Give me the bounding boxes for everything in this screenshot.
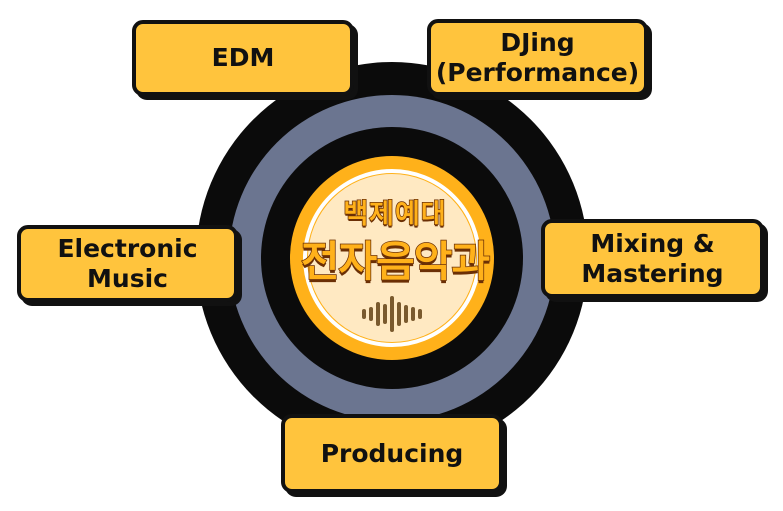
topic-box-electronic-music: Electronic Music — [17, 225, 238, 302]
center-label-inner — [308, 174, 476, 342]
sound-wave-icon — [362, 296, 422, 332]
topic-box-producing: Producing — [281, 414, 503, 493]
topic-label: Mastering — [581, 258, 724, 288]
topic-label: DJing — [500, 27, 575, 57]
topic-label: Mixing & — [590, 228, 715, 258]
center-title-small: 백제예대 — [343, 198, 447, 231]
topic-box-djing: DJing (Performance) — [427, 19, 648, 96]
topic-label: Music — [87, 263, 168, 293]
center-title-big: 전자음악과 — [300, 236, 491, 287]
topic-label: Electronic — [57, 233, 198, 263]
topic-label: EDM — [211, 43, 275, 72]
topic-box-mixing-mastering: Mixing & Mastering — [541, 219, 764, 298]
topic-label: Producing — [320, 438, 464, 468]
topic-label: (Performance) — [435, 57, 640, 87]
topic-box-edm: EDM — [132, 20, 354, 96]
center-label-rim — [303, 169, 481, 347]
